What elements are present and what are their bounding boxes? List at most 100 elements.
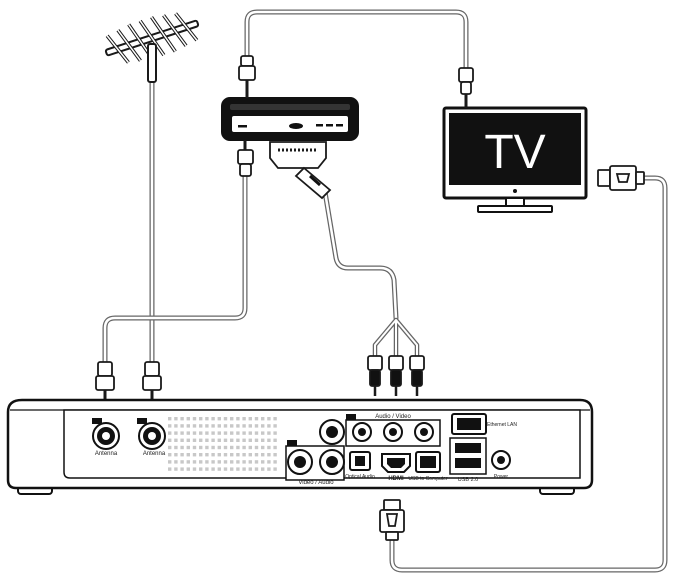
vent-hole <box>217 453 221 457</box>
vent-hole <box>261 467 265 471</box>
vent-hole <box>242 467 246 471</box>
video-audio-ports: Video / Audio <box>285 419 345 486</box>
vent-hole <box>242 460 246 464</box>
vent-hole <box>236 431 240 435</box>
vent-hole <box>186 453 190 457</box>
vent-hole <box>186 431 190 435</box>
vent-hole <box>186 417 190 421</box>
vent-hole <box>211 424 215 428</box>
antenna-out-label: Antenna <box>95 451 118 457</box>
vent-hole <box>192 467 197 471</box>
hdmi-label: HDMI <box>388 476 404 482</box>
audio-video-label: Audio / Video <box>375 414 411 420</box>
tv-device: TV <box>442 106 588 213</box>
vent-hole <box>254 460 259 464</box>
vent-hole <box>211 417 215 421</box>
vent-hole <box>254 438 259 442</box>
vent-hole <box>267 417 271 421</box>
vent-hole <box>180 460 184 464</box>
vent-hole <box>273 431 277 435</box>
vent-hole <box>242 453 246 457</box>
ethernet-label: Ethernet LAN <box>487 422 517 428</box>
vent-hole <box>205 424 209 428</box>
vent-hole <box>217 460 221 464</box>
cables <box>102 9 668 573</box>
vent-hole <box>199 424 203 428</box>
vent-hole <box>180 467 184 471</box>
vent-hole <box>211 445 215 450</box>
usb-computer-label: USB to Computer <box>408 476 448 482</box>
vent-hole <box>273 424 277 428</box>
vent-hole <box>199 431 203 435</box>
vent-hole <box>217 431 221 435</box>
vent-hole <box>230 438 234 442</box>
vent-hole <box>174 445 178 450</box>
antenna-in-port: Antenna <box>137 418 166 457</box>
vent-hole <box>217 438 221 442</box>
tv-label: TV <box>484 126 545 179</box>
vent-hole <box>242 417 246 421</box>
vent-hole <box>211 460 215 464</box>
vent-hole <box>254 467 259 471</box>
vent-hole <box>223 453 228 457</box>
vent-hole <box>217 467 221 471</box>
vent-hole <box>199 438 203 442</box>
vent-hole <box>273 438 277 442</box>
vent-hole <box>267 431 271 435</box>
vent-hole <box>248 460 252 464</box>
audio-video-ports: Audio / Video <box>345 414 441 447</box>
vent-hole <box>174 424 178 428</box>
vent-hole <box>236 445 240 450</box>
vcr-device <box>221 97 359 141</box>
vent-hole <box>254 417 259 421</box>
vcr-tv-antenna-cable <box>244 9 469 73</box>
vent-hole <box>223 467 228 471</box>
vent-hole <box>192 445 197 450</box>
vent-hole <box>261 438 265 442</box>
vent-hole <box>254 445 259 450</box>
vent-hole <box>273 460 277 464</box>
vent-hole <box>223 460 228 464</box>
vent-hole <box>199 445 203 450</box>
vent-hole <box>211 438 215 442</box>
vent-hole <box>192 424 197 428</box>
vent-hole <box>261 445 265 450</box>
vent-hole <box>168 424 172 428</box>
vent-hole <box>168 445 172 450</box>
vent-grid <box>168 417 277 471</box>
vent-hole <box>211 431 215 435</box>
optical-label: Optical Audio <box>345 474 375 480</box>
coax-plug-icon <box>95 361 115 400</box>
vent-hole <box>192 460 197 464</box>
vcr-antenna-cable <box>102 172 248 373</box>
vent-hole <box>168 438 172 442</box>
vent-hole <box>205 431 209 435</box>
vent-hole <box>273 467 277 471</box>
vent-hole <box>254 424 259 428</box>
antenna-out-port: Antenna <box>92 418 120 457</box>
vent-hole <box>168 460 172 464</box>
vent-hole <box>273 417 277 421</box>
vent-hole <box>273 445 277 450</box>
coax-plug-icon <box>238 55 256 98</box>
vent-hole <box>217 445 221 450</box>
vent-hole <box>242 445 246 450</box>
vent-hole <box>168 467 172 471</box>
vent-hole <box>205 438 209 442</box>
hdmi-port: HDMI <box>381 453 411 482</box>
vent-hole <box>186 424 190 428</box>
rca-plug-icon <box>388 355 404 396</box>
vent-hole <box>230 453 234 457</box>
vent-hole <box>236 438 240 442</box>
vent-hole <box>174 417 178 421</box>
vent-hole <box>205 467 209 471</box>
vent-hole <box>223 417 228 421</box>
vent-hole <box>192 438 197 442</box>
usb2-label: USB 2.0 <box>458 477 478 483</box>
vent-hole <box>230 431 234 435</box>
vent-hole <box>217 424 221 428</box>
vent-hole <box>230 424 234 428</box>
rca-plug-icon <box>367 355 383 396</box>
vent-hole <box>223 424 228 428</box>
